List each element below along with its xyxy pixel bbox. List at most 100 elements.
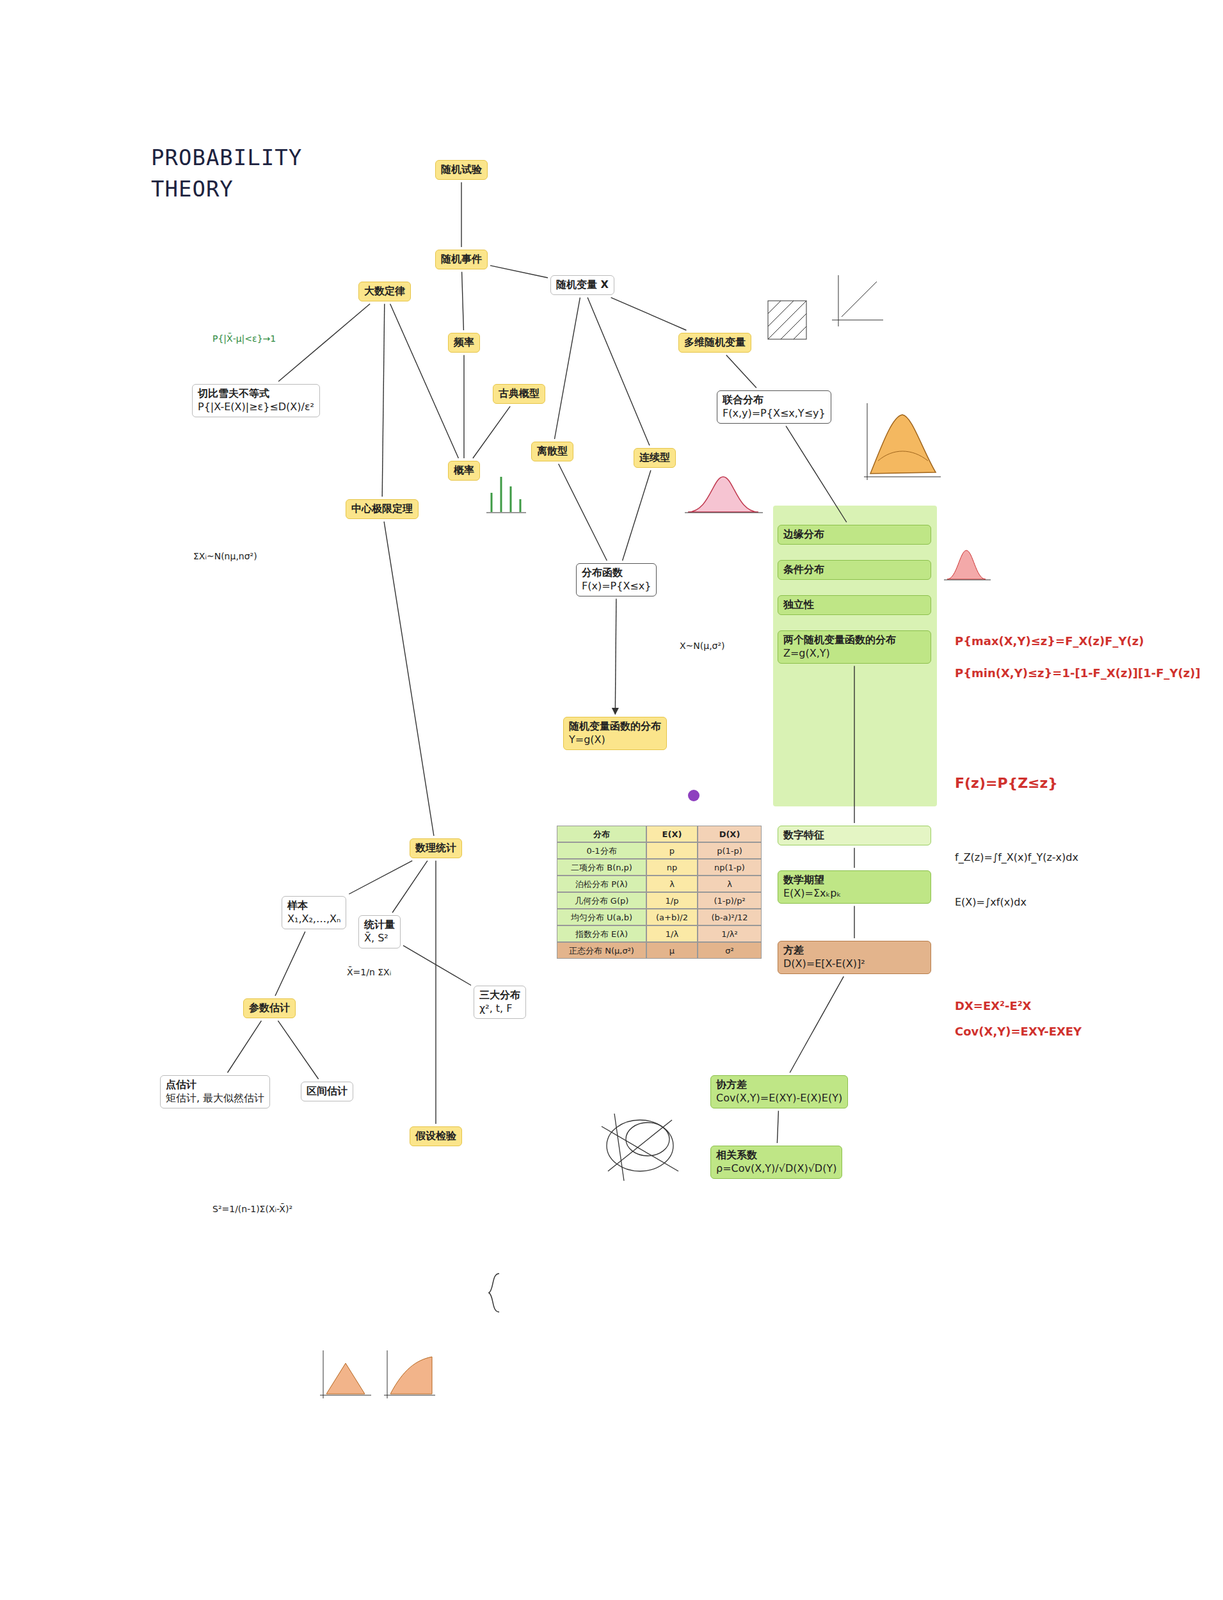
table-cell: (b-a)²/12 <box>697 908 762 926</box>
node-heading: 数字特征 <box>783 828 926 843</box>
concept-box: 随机事件 <box>435 249 488 270</box>
node-heading: 条件分布 <box>783 563 926 577</box>
table-cell: 分布 <box>556 825 647 843</box>
axis <box>867 403 868 480</box>
node-heading: 离散型 <box>536 444 568 459</box>
concept-box: 参数估计 <box>243 998 296 1019</box>
bar <box>500 476 503 512</box>
connector-line <box>277 1020 319 1080</box>
node-heading: 相关系数 <box>716 1148 837 1163</box>
xy-sketch <box>831 275 884 327</box>
concept-box: 独立性 <box>777 595 932 616</box>
node-formula: X̄, S² <box>364 931 395 946</box>
axis <box>943 579 991 581</box>
pdf-sketch <box>943 550 991 580</box>
connector-line <box>853 666 855 824</box>
concept-box: 多维随机变量 <box>678 332 752 353</box>
node-heading: 点估计 <box>165 1078 265 1092</box>
connector-line <box>382 303 385 497</box>
formula-note: P{|X̄-μ|<ε}→1 <box>211 332 278 345</box>
cdf-sketch <box>319 1350 436 1399</box>
table-cell: (a+b)/2 <box>646 908 698 926</box>
node-heading: 样本 <box>287 899 341 913</box>
connector-line <box>726 355 757 388</box>
node-formula: F(x,y)=P{X≤x,Y≤y} <box>722 407 826 421</box>
surface <box>870 414 936 474</box>
table-cell: p(1-p) <box>697 842 762 859</box>
node-heading: 随机试验 <box>440 163 482 177</box>
axis <box>387 1350 388 1399</box>
concept-box: 离散型 <box>531 441 574 462</box>
node-formula: X₁,X₂,…,Xₙ <box>287 912 341 927</box>
connector-line <box>278 303 370 382</box>
hatch <box>793 326 807 340</box>
table-cell: np <box>646 858 698 876</box>
node-formula: ρ=Cov(X,Y)/√D(X)√D(Y) <box>716 1162 837 1176</box>
connector-line <box>463 355 464 459</box>
concept-box: 频率 <box>447 332 480 353</box>
scribble-sketch <box>601 1113 679 1181</box>
connector-line <box>490 265 548 278</box>
formula-note: X̄=1/n ΣXᵢ <box>345 966 393 978</box>
table-cell: λ <box>697 875 762 893</box>
axis <box>383 1395 436 1396</box>
bar <box>490 492 493 512</box>
node-heading: 多维随机变量 <box>684 335 746 350</box>
node-formula: Z=g(X,Y) <box>783 647 926 661</box>
node-formula: 矩估计, 最大似然估计 <box>165 1091 265 1106</box>
grid-sketch <box>767 300 807 340</box>
node-formula: E(X)=Σxₖpₖ <box>783 887 926 901</box>
node-formula: P{|X-E(X)|≥ε}≤D(X)/ε² <box>197 400 315 415</box>
node-heading: 两个随机变量函数的分布 <box>783 633 926 648</box>
connector-line <box>622 470 651 561</box>
node-heading: 大数定律 <box>364 284 406 299</box>
square <box>767 300 807 340</box>
formula-note: f_Z(z)=∫f_X(x)f_Y(z-x)dx <box>953 851 1080 865</box>
connector-line <box>227 1020 262 1073</box>
bell-curve <box>687 476 759 512</box>
concept-box: 数理统计 <box>409 838 463 859</box>
shaded-area <box>326 1363 365 1394</box>
node-formula: χ², t, F <box>479 1002 521 1016</box>
connector-line <box>348 860 413 895</box>
concept-box: 随机试验 <box>435 159 488 180</box>
concept-box: 边缘分布 <box>777 524 932 545</box>
axis <box>863 476 941 478</box>
formula-note: P{max(X,Y)≤z}=F_X(z)F_Y(z) <box>953 633 1146 649</box>
node-heading: 协方差 <box>716 1078 843 1092</box>
connector-line <box>789 976 844 1073</box>
table-cell: p <box>646 842 698 859</box>
connector-line <box>853 847 855 868</box>
table-cell: 1/λ² <box>697 925 762 943</box>
concept-box: 样本X₁,X₂,…,Xₙ <box>281 895 347 930</box>
table-cell: 均匀分布 U(a,b) <box>556 908 647 926</box>
table-cell: 0-1分布 <box>556 842 647 859</box>
formula-note: X~N(μ,σ²) <box>678 639 727 652</box>
formula-note: S²=1/(n-1)Σ(Xᵢ-X̄)² <box>211 1203 294 1215</box>
node-formula: Cov(X,Y)=E(XY)-E(X)E(Y) <box>716 1091 843 1106</box>
table-cell: 指数分布 E(λ) <box>556 925 647 943</box>
node-heading: 三大分布 <box>479 988 521 1003</box>
connector-line <box>776 1111 779 1144</box>
table-cell: D(X) <box>697 825 762 843</box>
node-heading: 假设检验 <box>415 1129 457 1144</box>
connector-line <box>611 297 687 331</box>
connector-line <box>462 271 464 331</box>
connector-line <box>383 521 434 836</box>
table-cell: 1/p <box>646 892 698 909</box>
formula-note: F(z)=P{Z≤z} <box>953 774 1060 793</box>
connector-line <box>435 860 436 1124</box>
axis <box>486 512 527 514</box>
node-heading: 联合分布 <box>722 393 826 408</box>
diagonal <box>841 281 877 317</box>
connector-line <box>472 406 511 459</box>
hatch <box>767 300 794 327</box>
table-cell: E(X) <box>646 825 698 843</box>
node-heading: 频率 <box>453 335 475 350</box>
axis <box>323 1350 324 1399</box>
node-heading: 数理统计 <box>415 841 457 856</box>
connector-line <box>554 297 581 440</box>
node-heading: 连续型 <box>639 451 671 465</box>
formula-note: ΣXᵢ~N(nμ,nσ²) <box>191 550 259 562</box>
